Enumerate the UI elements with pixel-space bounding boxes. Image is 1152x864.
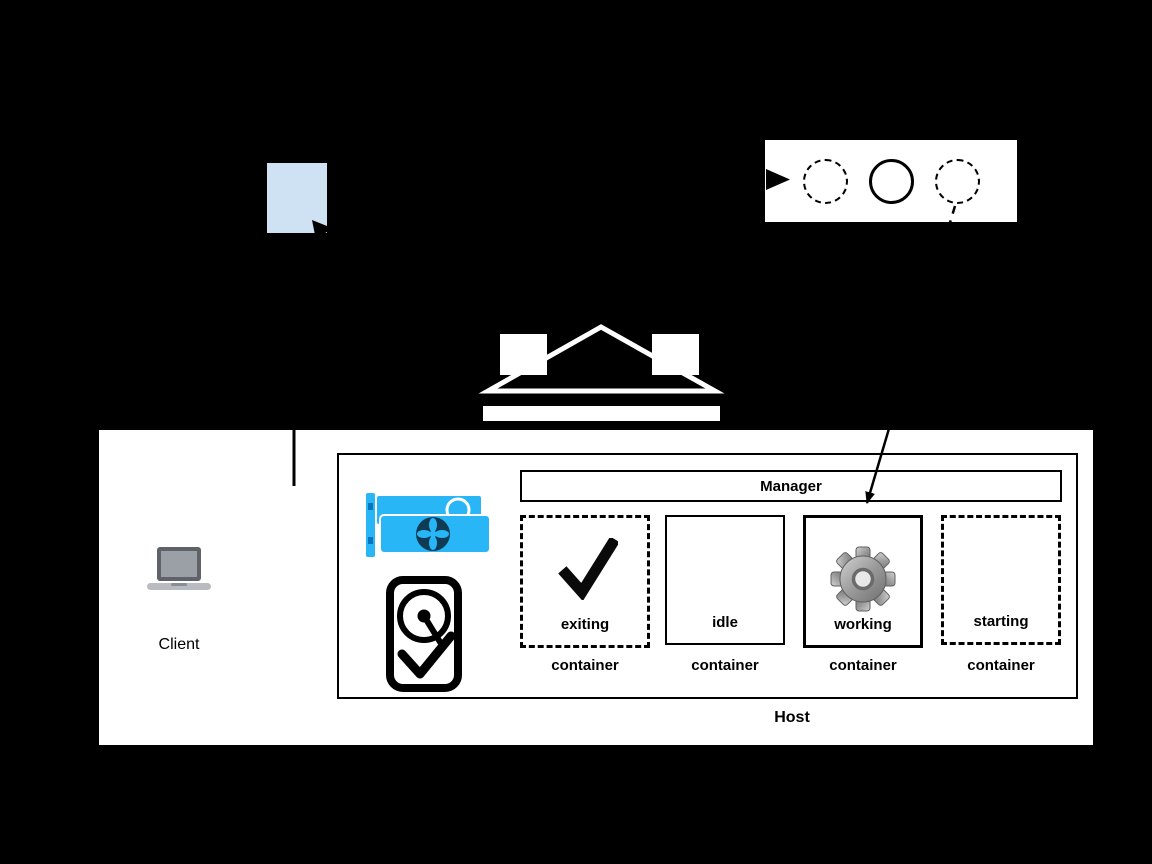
gear-icon <box>830 546 896 612</box>
document-corner-mark <box>312 220 332 240</box>
queue-slot-active-icon <box>868 158 914 204</box>
client-label: Client <box>158 636 200 653</box>
gateway-icon <box>478 324 725 421</box>
checkmark-icon <box>558 538 618 600</box>
container-caption: container <box>829 657 897 674</box>
manager-label: Manager <box>760 477 822 495</box>
gpu-icon <box>366 493 491 557</box>
container-idle-box: idle <box>665 515 785 645</box>
container-caption: container <box>691 657 759 674</box>
task-queue-panel <box>765 140 1017 222</box>
host-label: Host <box>774 709 810 726</box>
queue-slot-pending-icon <box>802 158 848 204</box>
gateway-pillar <box>652 334 699 375</box>
container-caption: container <box>967 657 1035 674</box>
hard-disk-icon <box>386 576 462 692</box>
manager-bar: Manager <box>520 470 1062 502</box>
container-starting-box: starting <box>941 515 1061 645</box>
container-state-label: starting <box>973 613 1029 630</box>
document-icon <box>267 163 327 233</box>
container-state-label: idle <box>712 614 738 631</box>
laptop-icon <box>147 547 211 590</box>
gateway-pillar <box>500 334 547 375</box>
container-caption: container <box>551 657 619 674</box>
container-state-label: working <box>834 616 892 633</box>
container-state-label: exiting <box>560 616 610 633</box>
container-exiting-box: exiting <box>520 515 650 648</box>
container-working-box: working <box>803 515 923 648</box>
queue-slot-pending-icon <box>934 158 980 204</box>
gateway-base <box>483 406 720 421</box>
